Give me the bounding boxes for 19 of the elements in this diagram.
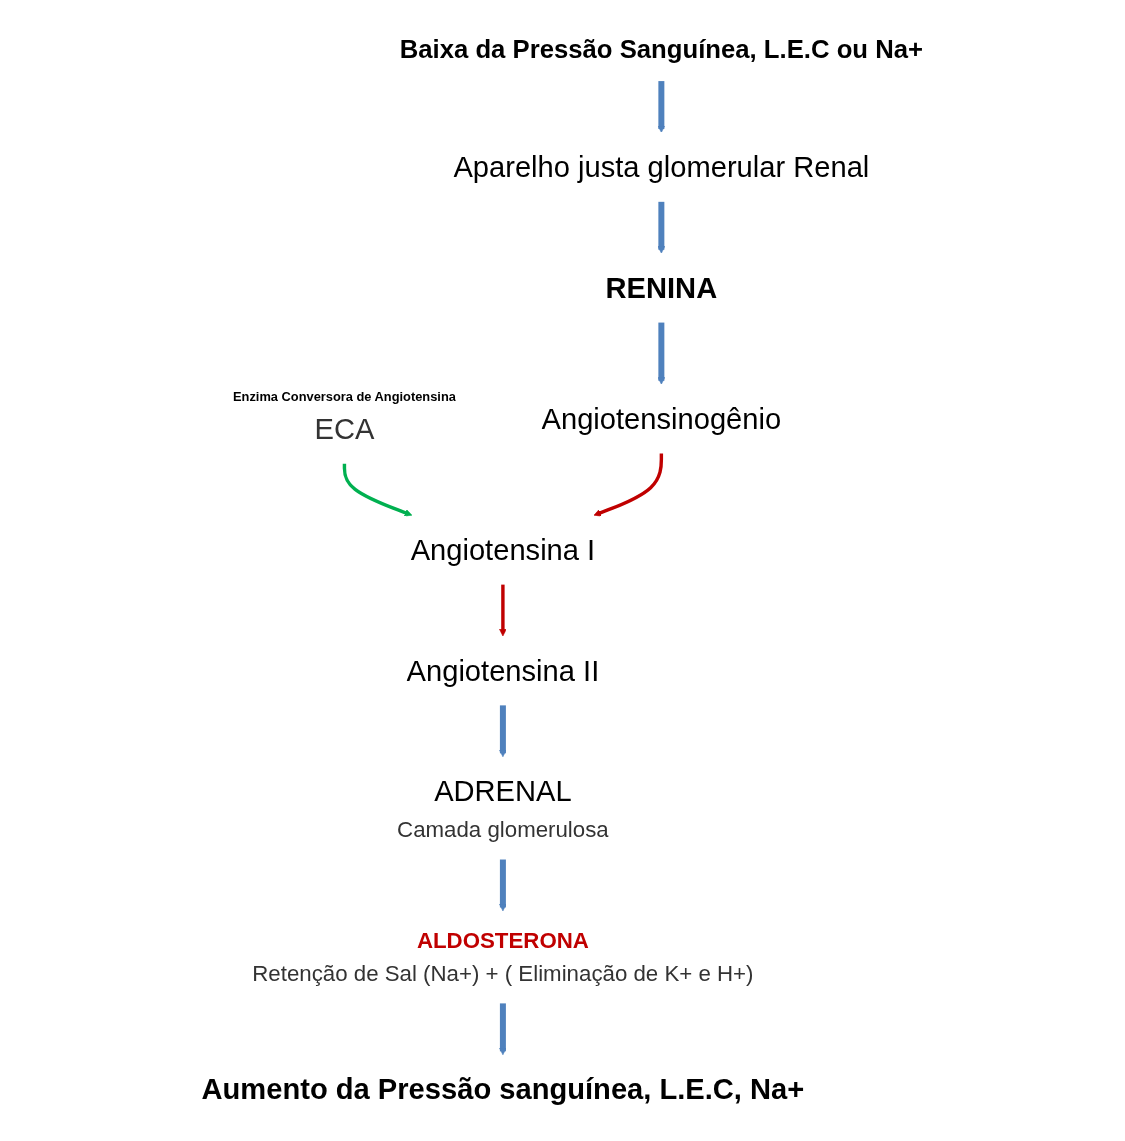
node-text: Angiotensina II bbox=[406, 653, 600, 687]
node-text: ADRENAL Camada glomerulosa bbox=[397, 774, 609, 843]
node-text: ALDOSTERONA Retenção de Sal (Na+) + ( Eliminação de K+ e H+) bbox=[252, 927, 754, 987]
arrow bbox=[593, 453, 664, 517]
arrow bbox=[499, 584, 507, 637]
arrow bbox=[657, 81, 666, 133]
arrow bbox=[499, 859, 507, 912]
node-text: Angiotensinogênio bbox=[541, 402, 782, 435]
arrow bbox=[657, 201, 666, 254]
node-text: RENINA bbox=[605, 271, 718, 304]
node-text: Baixa da Pressão Sanguínea, L.E.C ou Na+ bbox=[399, 34, 924, 64]
node-text: Angiotensina I bbox=[410, 533, 596, 566]
arrow bbox=[499, 1003, 507, 1056]
arrow bbox=[499, 705, 507, 758]
arrow bbox=[342, 463, 413, 517]
node-text: Enzima Conversora de Angiotensina ECA bbox=[233, 389, 457, 446]
node-text: Aumento da Pressão sanguínea, L.E.C, Na+ bbox=[201, 1072, 805, 1106]
node-text: Aparelho justa glomerular Renal bbox=[453, 150, 870, 183]
arrow bbox=[657, 322, 666, 385]
